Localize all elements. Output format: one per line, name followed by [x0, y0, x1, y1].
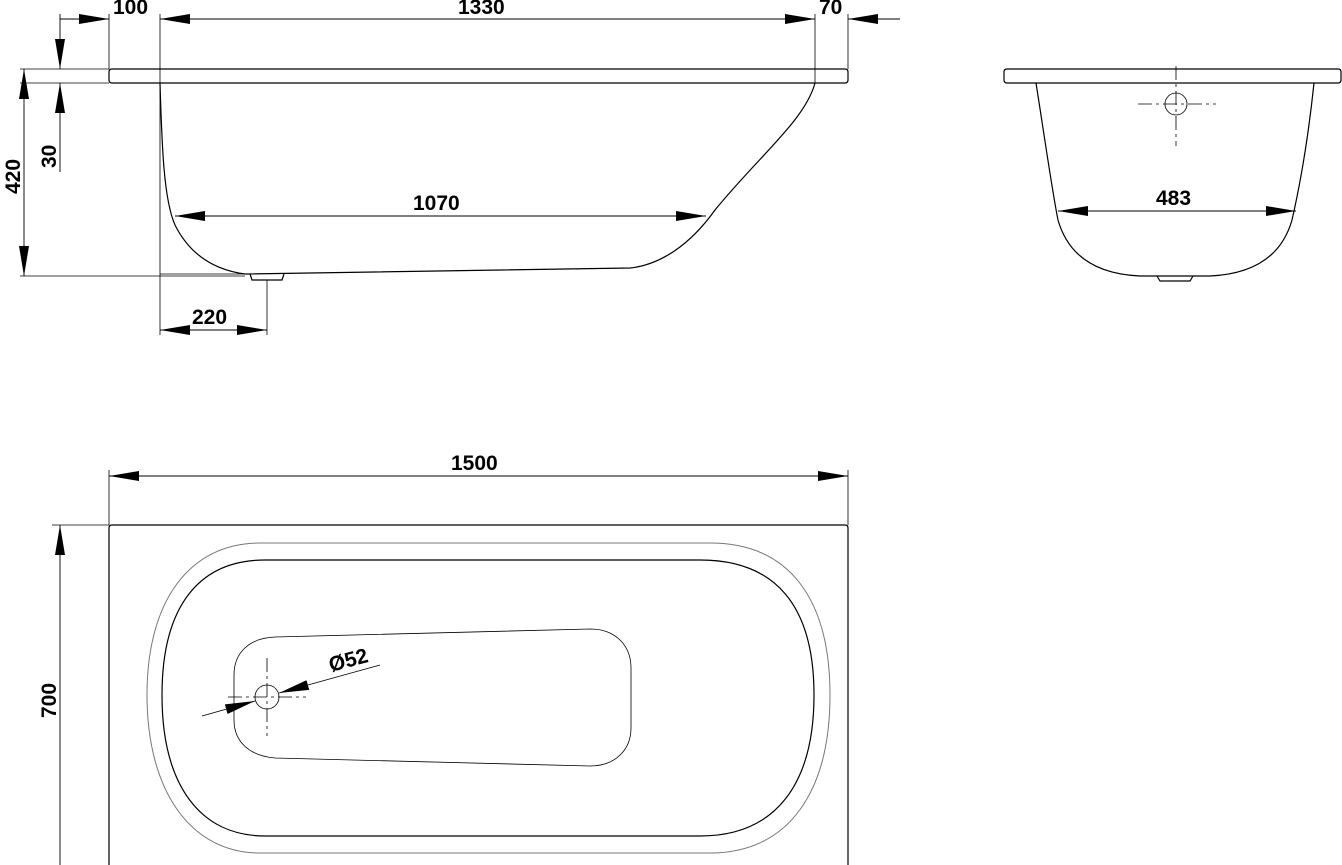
side-inner-wall: [159, 83, 245, 275]
side-body-outline: [159, 82, 816, 275]
end-rim: [1003, 68, 1342, 84]
dim-inner-top: 1330: [458, 0, 505, 19]
dim-drain-diameter: Ø52: [326, 644, 370, 676]
side-foot: [249, 273, 285, 281]
dim-drain-offset: 220: [192, 306, 227, 329]
end-foot: [1156, 275, 1194, 282]
end-body-outline: [1035, 82, 1315, 277]
dim-rim-right: 70: [819, 0, 842, 19]
top-outer-bowl: [146, 542, 831, 854]
dim-length: 1500: [451, 452, 498, 475]
top-view: Ø52 1500 700: [38, 452, 849, 865]
side-rim: [108, 68, 849, 84]
top-bottom-flat: [233, 628, 632, 767]
top-outer-rim: [108, 524, 849, 865]
dim-width: 700: [38, 683, 61, 718]
dim-rim-thickness: 30: [38, 145, 61, 168]
dim-bottom-width: 483: [1156, 187, 1191, 210]
top-inner-bowl: [161, 559, 815, 837]
dim-bottom-length: 1070: [413, 192, 460, 215]
dim-rim-left: 100: [113, 0, 148, 19]
side-view: 100 1330 70 420 30 1070 220: [2, 0, 900, 335]
dim-height: 420: [2, 159, 25, 194]
end-view: 483: [1003, 66, 1342, 282]
